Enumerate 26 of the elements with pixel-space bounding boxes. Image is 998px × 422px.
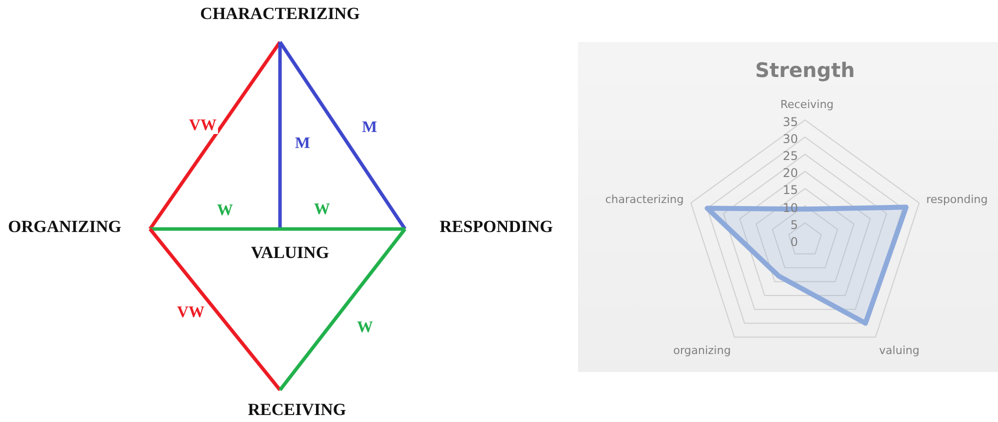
tick-label: 30 [782,132,798,146]
node-label: VALUING [250,243,330,263]
connector-line [280,227,405,231]
axis-label: organizing [673,344,731,358]
tick-label: 20 [782,166,798,180]
axis-label: responding [926,193,988,206]
tick-label: 5 [790,218,798,232]
chart-title: Strength [754,58,856,82]
connector-line [148,41,282,230]
node-label: CHARACTERIZING [200,4,360,24]
tick-label: 25 [782,149,798,164]
node-label: ORGANIZING [8,217,122,237]
edge-label: VW [188,118,218,134]
connector-line [148,228,282,392]
axis-label: valuing [879,344,920,358]
tick-label: 35 [782,114,798,129]
connector-line [150,227,280,231]
connector-line [278,41,406,230]
axis-label: characterizing [605,193,684,206]
axis-label: Receiving [779,98,835,111]
connector-line [278,228,406,392]
tick-label: 15 [782,183,798,198]
node-label: RESPONDING [440,217,553,237]
tick-label: 0 [790,234,798,249]
node-label: RECEIVING [246,400,348,420]
connector-line [278,42,282,229]
